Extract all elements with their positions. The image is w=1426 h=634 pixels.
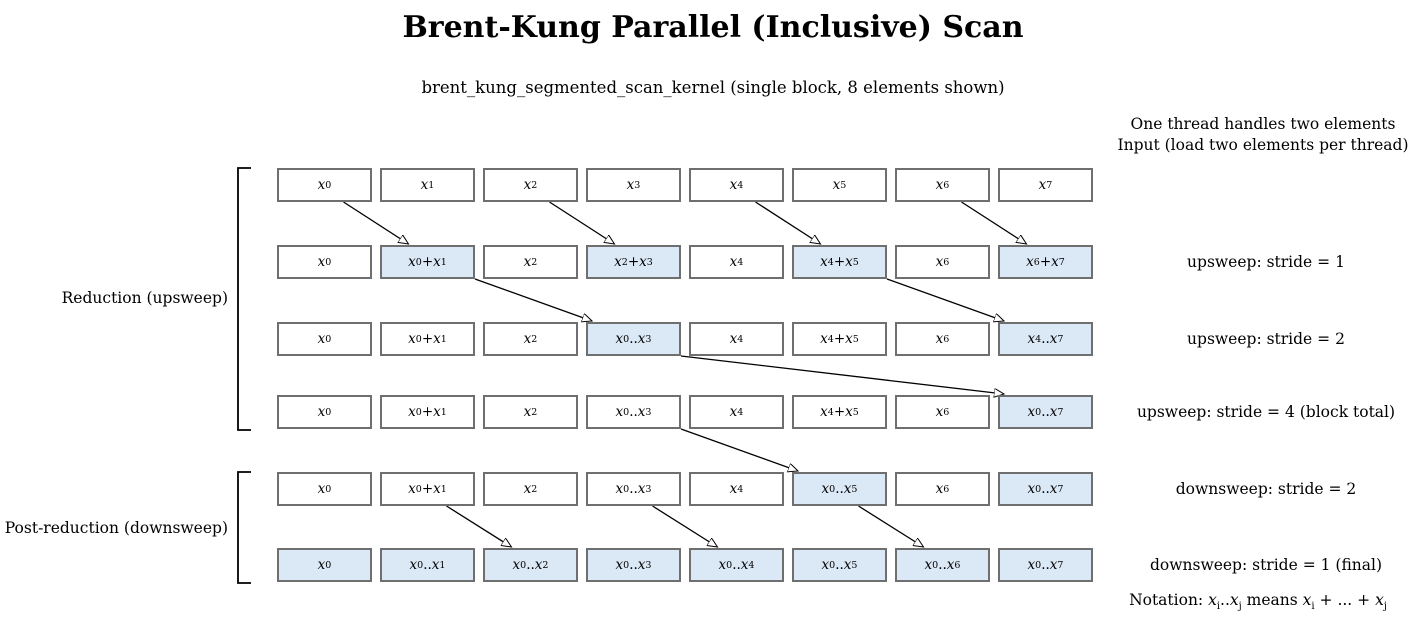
row-label-upsweep-stride-1: upsweep: stride = 1 [1187,253,1345,271]
group-label-downsweep: Post-reduction (downsweep) [4,519,228,537]
bracket-downsweep [237,471,251,584]
row-label-upsweep-stride-2: upsweep: stride = 2 [1187,330,1345,348]
row-label-downsweep-stride-2: downsweep: stride = 2 [1175,480,1357,498]
row-label-downsweep-stride-1: downsweep: stride = 1 (final) [1149,556,1383,574]
page-subtitle: brent_kung_segmented_scan_kernel (single… [421,78,1005,97]
phase-brackets [237,167,251,584]
arrow-r0c6-to-r1c7 [961,201,1027,244]
arrow-r1c1-to-r2c3 [474,278,592,321]
arrow-r3c3-to-r4c5 [680,428,798,471]
arrow-r1c5-to-r2c7 [886,278,1004,321]
right-header-line-1: One thread handles two elements [1130,115,1396,133]
page-title: Brent-Kung Parallel (Inclusive) Scan [402,10,1024,45]
arrow-r0c2-to-r1c3 [549,201,615,244]
right-header-line-2: Input (load two elements per thread) [1117,136,1409,154]
right-header: One thread handles two elements Input (l… [1100,114,1426,156]
notation-footnote: Notation: xi..xj means xi + ... + xj [1129,591,1387,613]
arrow-r4c1-to-r5c2 [446,505,512,547]
arrow-r2c3-to-r3c7 [680,355,1004,394]
arrow-r4c5-to-r5c6 [858,505,924,547]
row-label-upsweep-stride-4: upsweep: stride = 4 (block total) [1136,403,1396,421]
group-label-upsweep: Reduction (upsweep) [61,289,228,307]
bracket-upsweep [237,167,251,431]
arrow-r0c4-to-r1c5 [755,201,821,244]
arrow-r4c3-to-r5c4 [652,505,718,547]
arrow-r0c0-to-r1c1 [343,201,409,244]
